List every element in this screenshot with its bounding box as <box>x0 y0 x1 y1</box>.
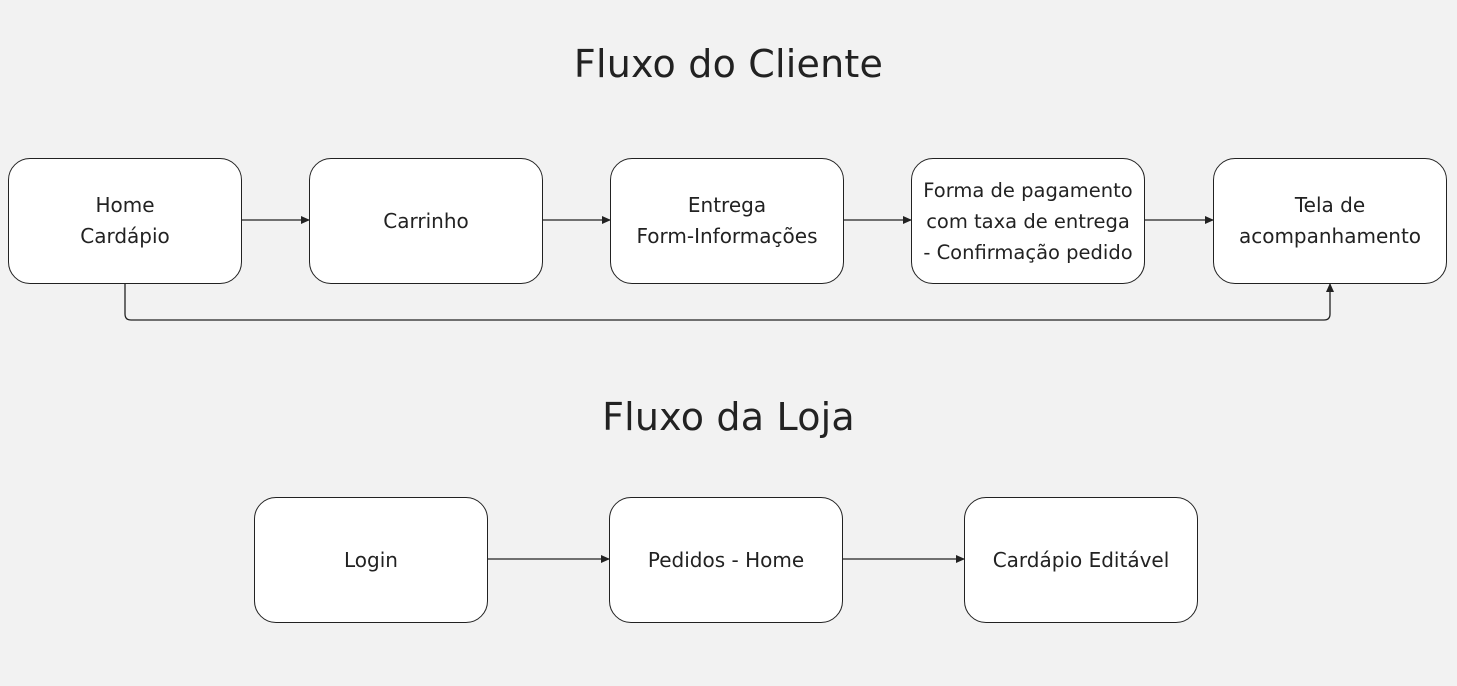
node-entrega-line-2: Form-Informações <box>636 224 818 248</box>
node-carrinho-line-1: Carrinho <box>383 208 469 233</box>
edge-home-to-acompanhamento <box>124 283 1334 321</box>
node-home-line-2: Cardápio <box>80 224 170 248</box>
node-entrega[interactable]: Entrega Form-Informações <box>610 158 844 284</box>
node-acompanhamento-line-1: Tela de <box>1294 193 1366 217</box>
node-login[interactable]: Login <box>254 497 488 623</box>
node-pagamento-line-1: Forma de pagamento <box>923 178 1133 202</box>
store-flow-title: Fluxo da Loja <box>602 395 855 439</box>
node-pagamento-line-2: com taxa de entrega <box>926 209 1130 233</box>
node-home-cardapio[interactable]: Home Cardápio <box>8 158 242 284</box>
node-tela-acompanhamento[interactable]: Tela de acompanhamento <box>1213 158 1447 284</box>
node-pagamento-line-3: - Confirmação pedido <box>923 240 1133 264</box>
node-cardapio-editavel[interactable]: Cardápio Editável <box>964 497 1198 623</box>
client-flow-title: Fluxo do Cliente <box>573 42 884 86</box>
node-acompanhamento-line-2: acompanhamento <box>1238 224 1422 248</box>
node-pedidos-home[interactable]: Pedidos - Home <box>609 497 843 623</box>
node-cardapio-editavel-line-1: Cardápio Editável <box>992 547 1170 572</box>
node-home-line-1: Home <box>95 193 155 217</box>
node-forma-pagamento[interactable]: Forma de pagamento com taxa de entrega -… <box>911 158 1145 284</box>
node-login-line-1: Login <box>344 547 398 572</box>
node-pedidos-line-1: Pedidos - Home <box>647 547 805 572</box>
node-entrega-line-1: Entrega <box>687 193 767 217</box>
node-carrinho[interactable]: Carrinho <box>309 158 543 284</box>
